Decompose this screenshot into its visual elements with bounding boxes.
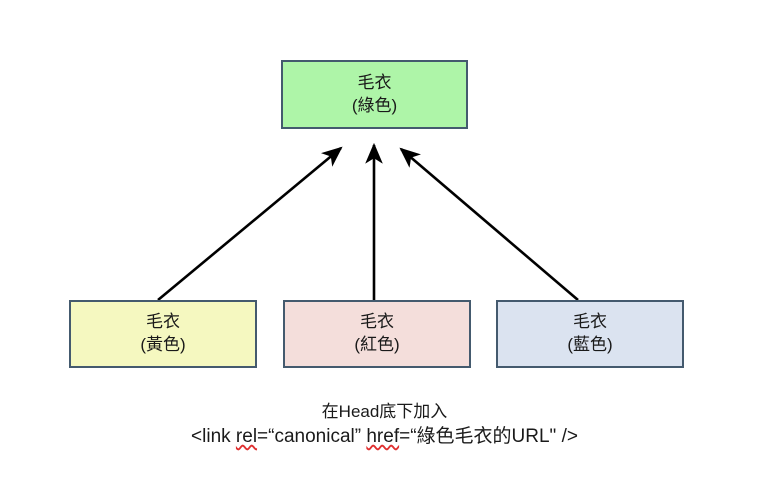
node-sweater-blue[interactable]: 毛衣 (藍色): [496, 300, 684, 368]
node-blue-label-line2: (藍色): [567, 335, 613, 354]
node-yellow-label-line1: 毛衣: [146, 312, 180, 332]
code-segment-open: <link: [191, 426, 236, 447]
node-sweater-green[interactable]: 毛衣 (綠色): [281, 60, 468, 129]
caption-block: 在Head底下加入 <link rel=“canonical” href=“綠色…: [0, 400, 769, 450]
node-yellow-label-line2: (黃色): [140, 335, 186, 354]
node-green-label-line1: 毛衣: [357, 72, 392, 92]
code-attr-href: href: [366, 426, 400, 447]
node-sweater-yellow[interactable]: 毛衣 (黃色): [69, 300, 257, 368]
caption-instruction-line: 在Head底下加入: [321, 402, 448, 421]
node-red-label-line2: (紅色): [354, 335, 400, 354]
code-attr-rel: rel: [235, 426, 258, 447]
caption-code-line: <link rel=“canonical” href=“綠色毛衣的URL" />: [0, 424, 769, 450]
node-red-label-line1: 毛衣: [360, 312, 394, 332]
arrow-blue-to-green: [399, 147, 579, 301]
node-sweater-red[interactable]: 毛衣 (紅色): [283, 300, 471, 368]
node-green-label-line2: (綠色): [351, 95, 398, 115]
code-segment-canonical: =“canonical”: [257, 426, 367, 447]
code-segment-url: =“綠色毛衣的URL" />: [399, 426, 578, 447]
node-blue-label-line1: 毛衣: [573, 312, 607, 332]
arrow-yellow-to-green: [157, 146, 343, 302]
